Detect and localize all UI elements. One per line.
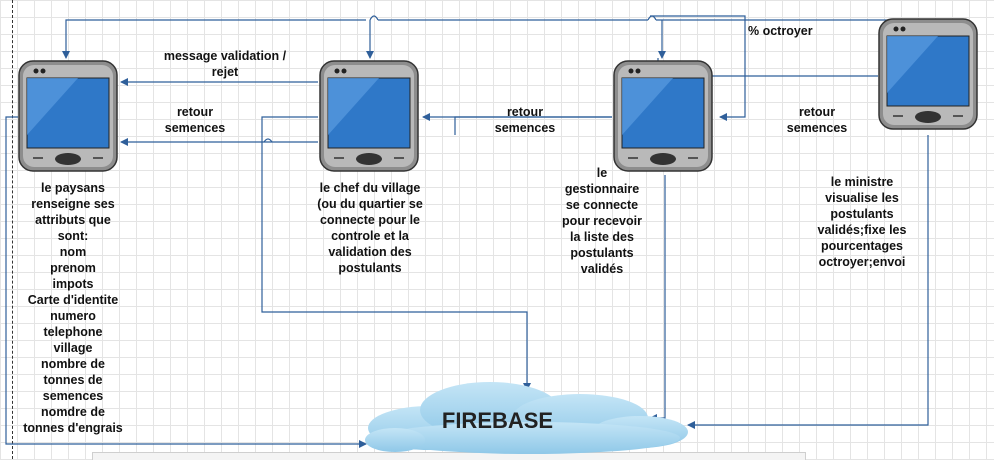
label-retour-semences-1: retour semences: [164, 105, 226, 135]
bottom-scrollbar[interactable]: [92, 452, 806, 460]
phone-gestionnaire-icon: [613, 60, 713, 172]
desc-paysans: le paysans renseigne ses attributs que s…: [23, 181, 123, 435]
phone-ministre-icon: [878, 18, 978, 130]
firebase-label: FIREBASE: [441, 408, 554, 433]
desc-chef: le chef du village (ou du quartier se co…: [317, 181, 423, 275]
label-retour-semences-3: retour semences: [786, 105, 848, 135]
label-message-validation: message validation / rejet: [163, 49, 287, 79]
page-margin-line: [12, 0, 13, 459]
label-retour-semences-2: retour semences: [494, 105, 556, 135]
label-octroyer: % octroyer: [748, 24, 813, 38]
firebase-cloud: [365, 382, 688, 454]
phone-chef-icon: [319, 60, 419, 172]
desc-gestionnaire: le gestionnaire se connecte pour recevoi…: [562, 166, 642, 276]
phone-paysans-icon: [18, 60, 118, 172]
desc-ministre: le ministre visualise les postulants val…: [817, 175, 907, 269]
